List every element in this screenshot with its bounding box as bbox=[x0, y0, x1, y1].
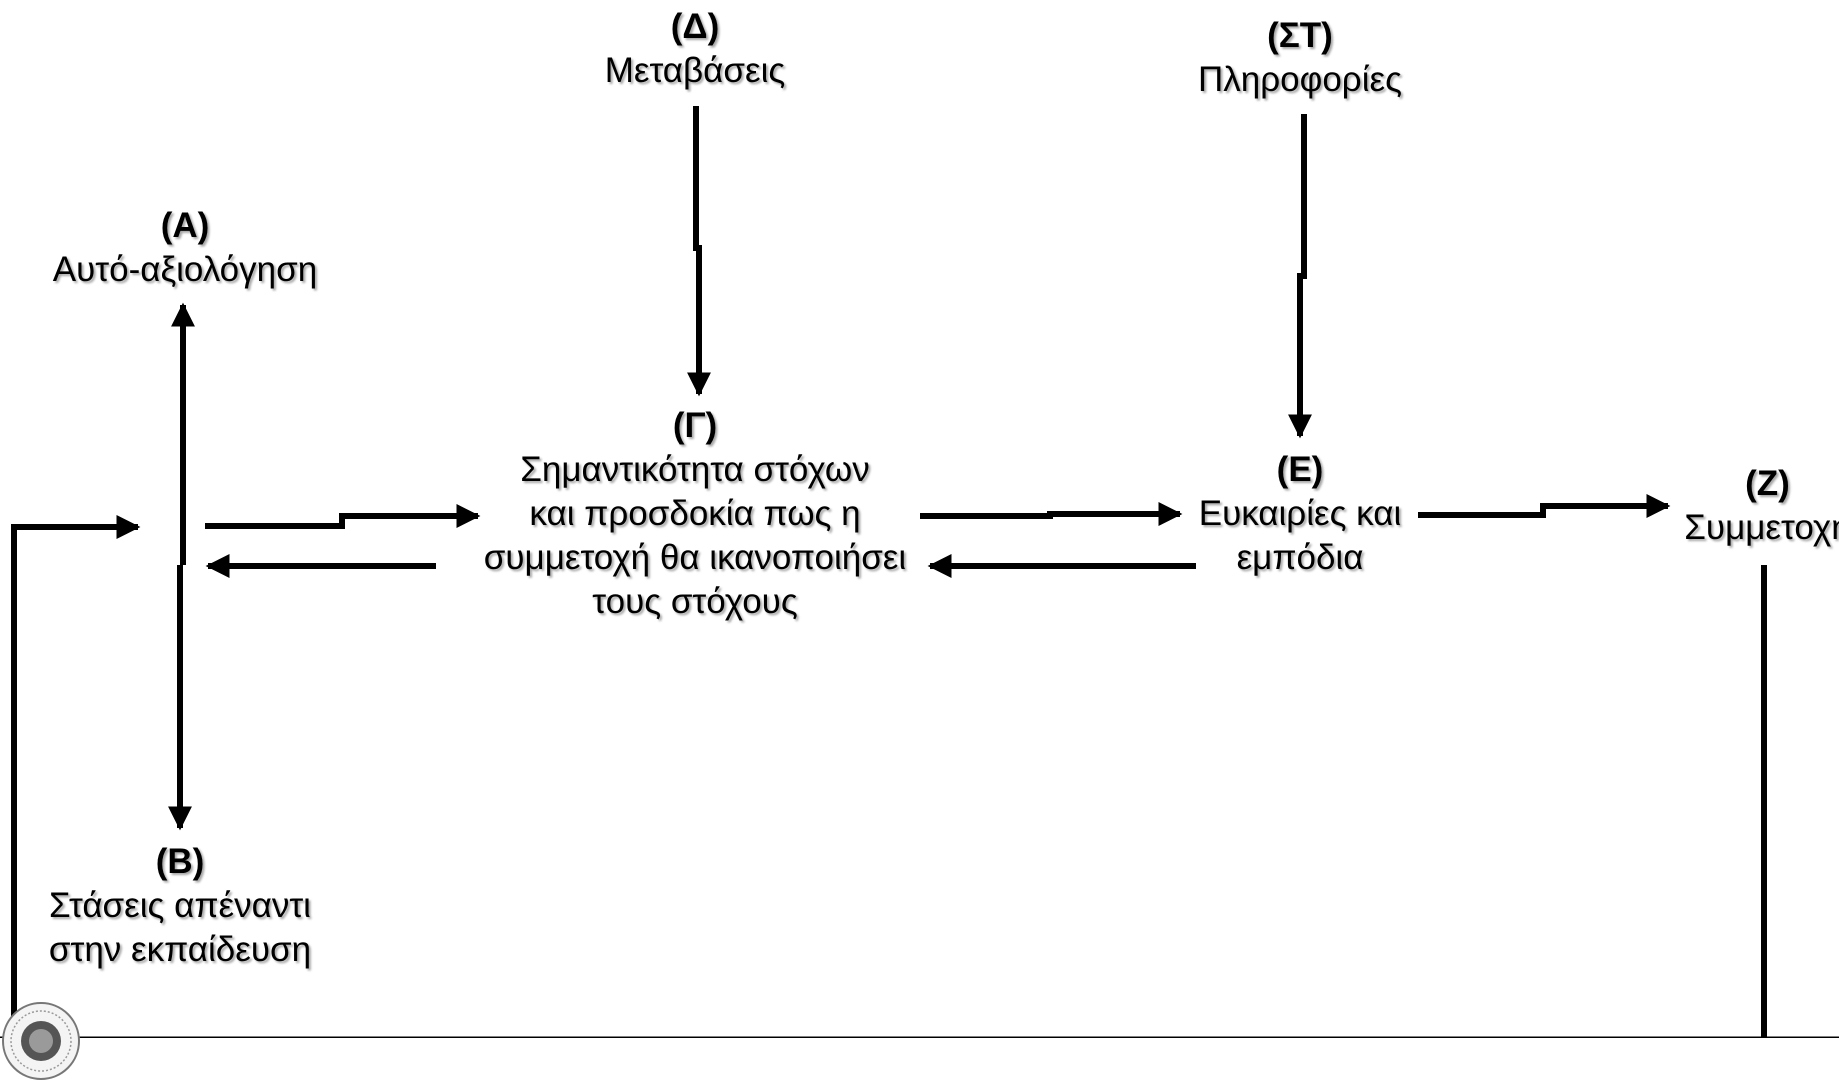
node-g-code: (Γ) bbox=[672, 406, 718, 445]
edge-g-to-e bbox=[920, 502, 1183, 526]
node-a: (Α) Αυτό-αξιολόγηση bbox=[0, 204, 370, 292]
node-e: (Ε) Ευκαιρίες και εμπόδια bbox=[1155, 448, 1445, 580]
node-z-label: Συμμετοχή bbox=[1684, 508, 1839, 547]
node-b-code: (Β) bbox=[155, 842, 205, 881]
edge-st-to-e bbox=[1288, 114, 1312, 439]
edge-hub-to-g bbox=[205, 504, 481, 529]
node-b-label: Στάσεις απέναντι στην εκπαίδευση bbox=[48, 886, 312, 969]
node-d: (Δ) Μεταβάσεις bbox=[560, 5, 830, 93]
diagram-connectors bbox=[0, 106, 1839, 1038]
node-g: (Γ) Σημαντικότητα στόχων και προσδοκία π… bbox=[470, 404, 920, 624]
node-e-code: (Ε) bbox=[1276, 450, 1324, 489]
node-z-code: (Ζ) bbox=[1745, 464, 1790, 503]
node-b: (Β) Στάσεις απέναντι στην εκπαίδευση bbox=[0, 840, 360, 972]
node-st-code: (ΣΤ) bbox=[1267, 16, 1333, 55]
node-d-label: Μεταβάσεις bbox=[604, 51, 786, 90]
node-st-label: Πληροφορίες bbox=[1198, 60, 1402, 99]
edge-z-to-hub bbox=[11, 527, 1767, 1038]
edge-e-to-z bbox=[1418, 494, 1671, 518]
university-seal-icon bbox=[2, 1002, 80, 1080]
node-st: (ΣΤ) Πληροφορίες bbox=[1150, 14, 1450, 102]
node-a-label: Αυτό-αξιολόγηση bbox=[52, 250, 318, 289]
node-e-label: Ευκαιρίες και εμπόδια bbox=[1198, 494, 1402, 577]
node-g-label: Σημαντικότητα στόχων και προσδοκία πως η… bbox=[483, 450, 907, 621]
edge-d-to-g bbox=[687, 106, 711, 397]
node-a-code: (Α) bbox=[160, 206, 210, 245]
diagram: (Α) Αυτό-αξιολόγηση (Β) Στάσεις απέναντι… bbox=[0, 5, 1839, 1080]
node-z: (Ζ) Συμμετοχή bbox=[1665, 462, 1839, 550]
node-d-code: (Δ) bbox=[670, 7, 720, 46]
